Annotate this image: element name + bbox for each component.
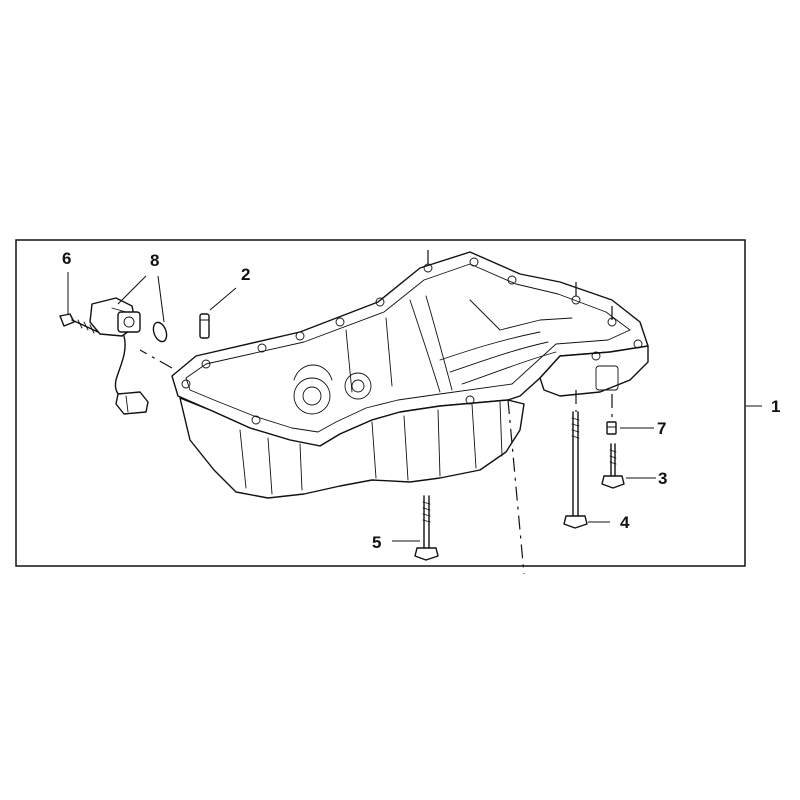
oil-level-sensor: [89, 297, 149, 415]
assembly-frame: [15, 239, 746, 567]
callout-2: 2: [241, 265, 250, 284]
center-line: [507, 399, 525, 575]
o-ring: [152, 321, 168, 343]
bolt-3: [601, 443, 625, 489]
oil-pan: [171, 251, 649, 499]
leader-2: [209, 287, 237, 311]
callout-5: 5: [372, 533, 381, 552]
callout-3: 3: [658, 469, 667, 488]
leader-8b: [157, 275, 165, 323]
callout-1: 1: [771, 397, 780, 416]
callout-4: 4: [620, 513, 630, 532]
bolt-5: [414, 495, 439, 561]
bolt-6: [59, 313, 99, 334]
dowel-pin: [199, 313, 210, 339]
center-line: [139, 349, 173, 369]
stud-7: [606, 421, 617, 435]
callout-6: 6: [62, 249, 71, 268]
callout-7: 7: [657, 419, 666, 438]
callout-8: 8: [150, 251, 159, 270]
leader-8a: [117, 275, 147, 305]
bolt-4: [563, 411, 588, 529]
